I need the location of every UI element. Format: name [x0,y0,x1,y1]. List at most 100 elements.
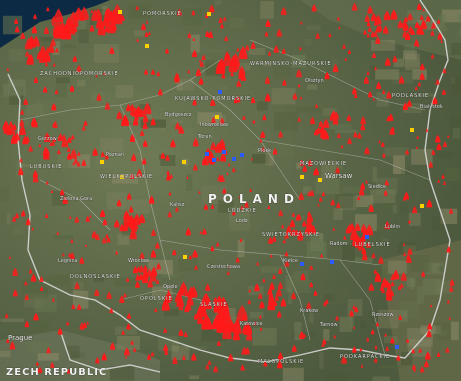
fire-marker [371,252,376,259]
fire-marker [201,157,207,165]
city-label: Bydgoszcz [165,112,192,118]
fire-marker [209,4,215,13]
fire-marker [52,297,55,302]
fire-marker [391,126,395,131]
fire-marker [421,271,426,277]
fire-marker [131,153,137,162]
region-label: SLASKIE [200,302,228,308]
fire-marker [10,133,18,144]
terrain-patch [265,149,275,166]
fire-marker [431,22,436,29]
fire-marker [282,79,287,86]
fire-marker [23,98,28,106]
fire-marker [291,344,297,352]
fire-marker [250,157,253,161]
fire-marker [136,38,139,42]
terrain-patch [403,50,417,60]
fire-marker [325,299,329,304]
fire-marker [101,352,107,361]
fire-marker [96,93,102,101]
fire-marker [8,255,12,259]
fire-marker [397,20,403,29]
terrain-patch [24,109,29,126]
fire-marker [242,115,246,120]
fire-marker [192,37,195,42]
terrain-patch [197,112,223,125]
fire-marker [154,307,158,312]
city-label: Warsaw [325,172,353,180]
terrain-patch [163,131,172,145]
fire-marker [284,259,290,267]
terrain-patch [439,329,448,336]
fire-marker [366,33,370,38]
terrain-patch [171,345,190,360]
terrain-patch [384,336,398,344]
fire-marker [366,240,371,248]
fire-marker [278,268,283,275]
fire-marker [141,273,149,284]
fire-marker [6,126,12,134]
fire-marker [97,23,106,36]
city-label: Inowroclaw [200,122,228,128]
fire-marker [362,248,367,254]
fire-marker [19,125,26,135]
fire-marker [6,338,10,344]
terrain-patch [302,186,312,194]
fire-marker [149,271,157,282]
fire-marker [43,132,51,142]
fire-marker [126,277,130,282]
fire-marker [82,322,87,328]
yellow-marker [183,255,187,259]
fire-marker [140,129,145,137]
terrain-patch [17,51,23,57]
fire-marker [360,364,364,368]
fire-marker [20,32,25,39]
terrain-patch [183,8,203,26]
fire-marker [38,143,42,148]
region-label: SWIETOKRZYSKIE [262,232,320,238]
fire-marker [132,219,137,226]
fire-marker [194,264,198,270]
city-label: Zielona Gora [60,196,92,202]
fire-marker [347,49,351,54]
fire-marker [280,298,287,307]
yellow-marker [145,44,149,48]
fire-marker [383,189,388,196]
fire-marker [300,21,303,25]
region-label: ZACHODNIOPOMORSKIE [40,71,119,77]
terrain-patch [170,120,183,124]
fire-marker [260,130,266,139]
fire-marker [62,22,71,36]
fire-marker [378,24,383,32]
yellow-markers-layer [100,10,424,259]
fire-marker [211,116,216,123]
fire-marker [67,146,71,153]
fire-marker [195,68,202,77]
fire-marker [95,356,100,364]
terrain-patch [384,147,409,157]
yellow-marker [182,160,186,164]
fire-marker [259,326,263,331]
terrain-patch [27,104,44,116]
fire-marker [323,300,327,307]
terrain-patch [393,72,414,84]
fire-marker [192,99,197,106]
terrain-patch [387,134,394,141]
city-label: Rzeszow [372,312,394,318]
fire-marker [236,304,248,321]
fire-marker [347,137,352,145]
fire-marker [199,230,202,234]
fire-marker [184,290,189,297]
fire-marker [402,23,408,31]
fire-marker [45,152,50,160]
terrain-patch [201,185,227,205]
terrain-patch [306,25,321,30]
region-label: DOLNOSLASKIE [70,274,121,280]
terrain-patch [325,373,349,381]
fire-marker [428,161,433,168]
fire-marker [407,12,413,21]
fire-marker [24,320,30,328]
terrain-patch [177,78,195,91]
